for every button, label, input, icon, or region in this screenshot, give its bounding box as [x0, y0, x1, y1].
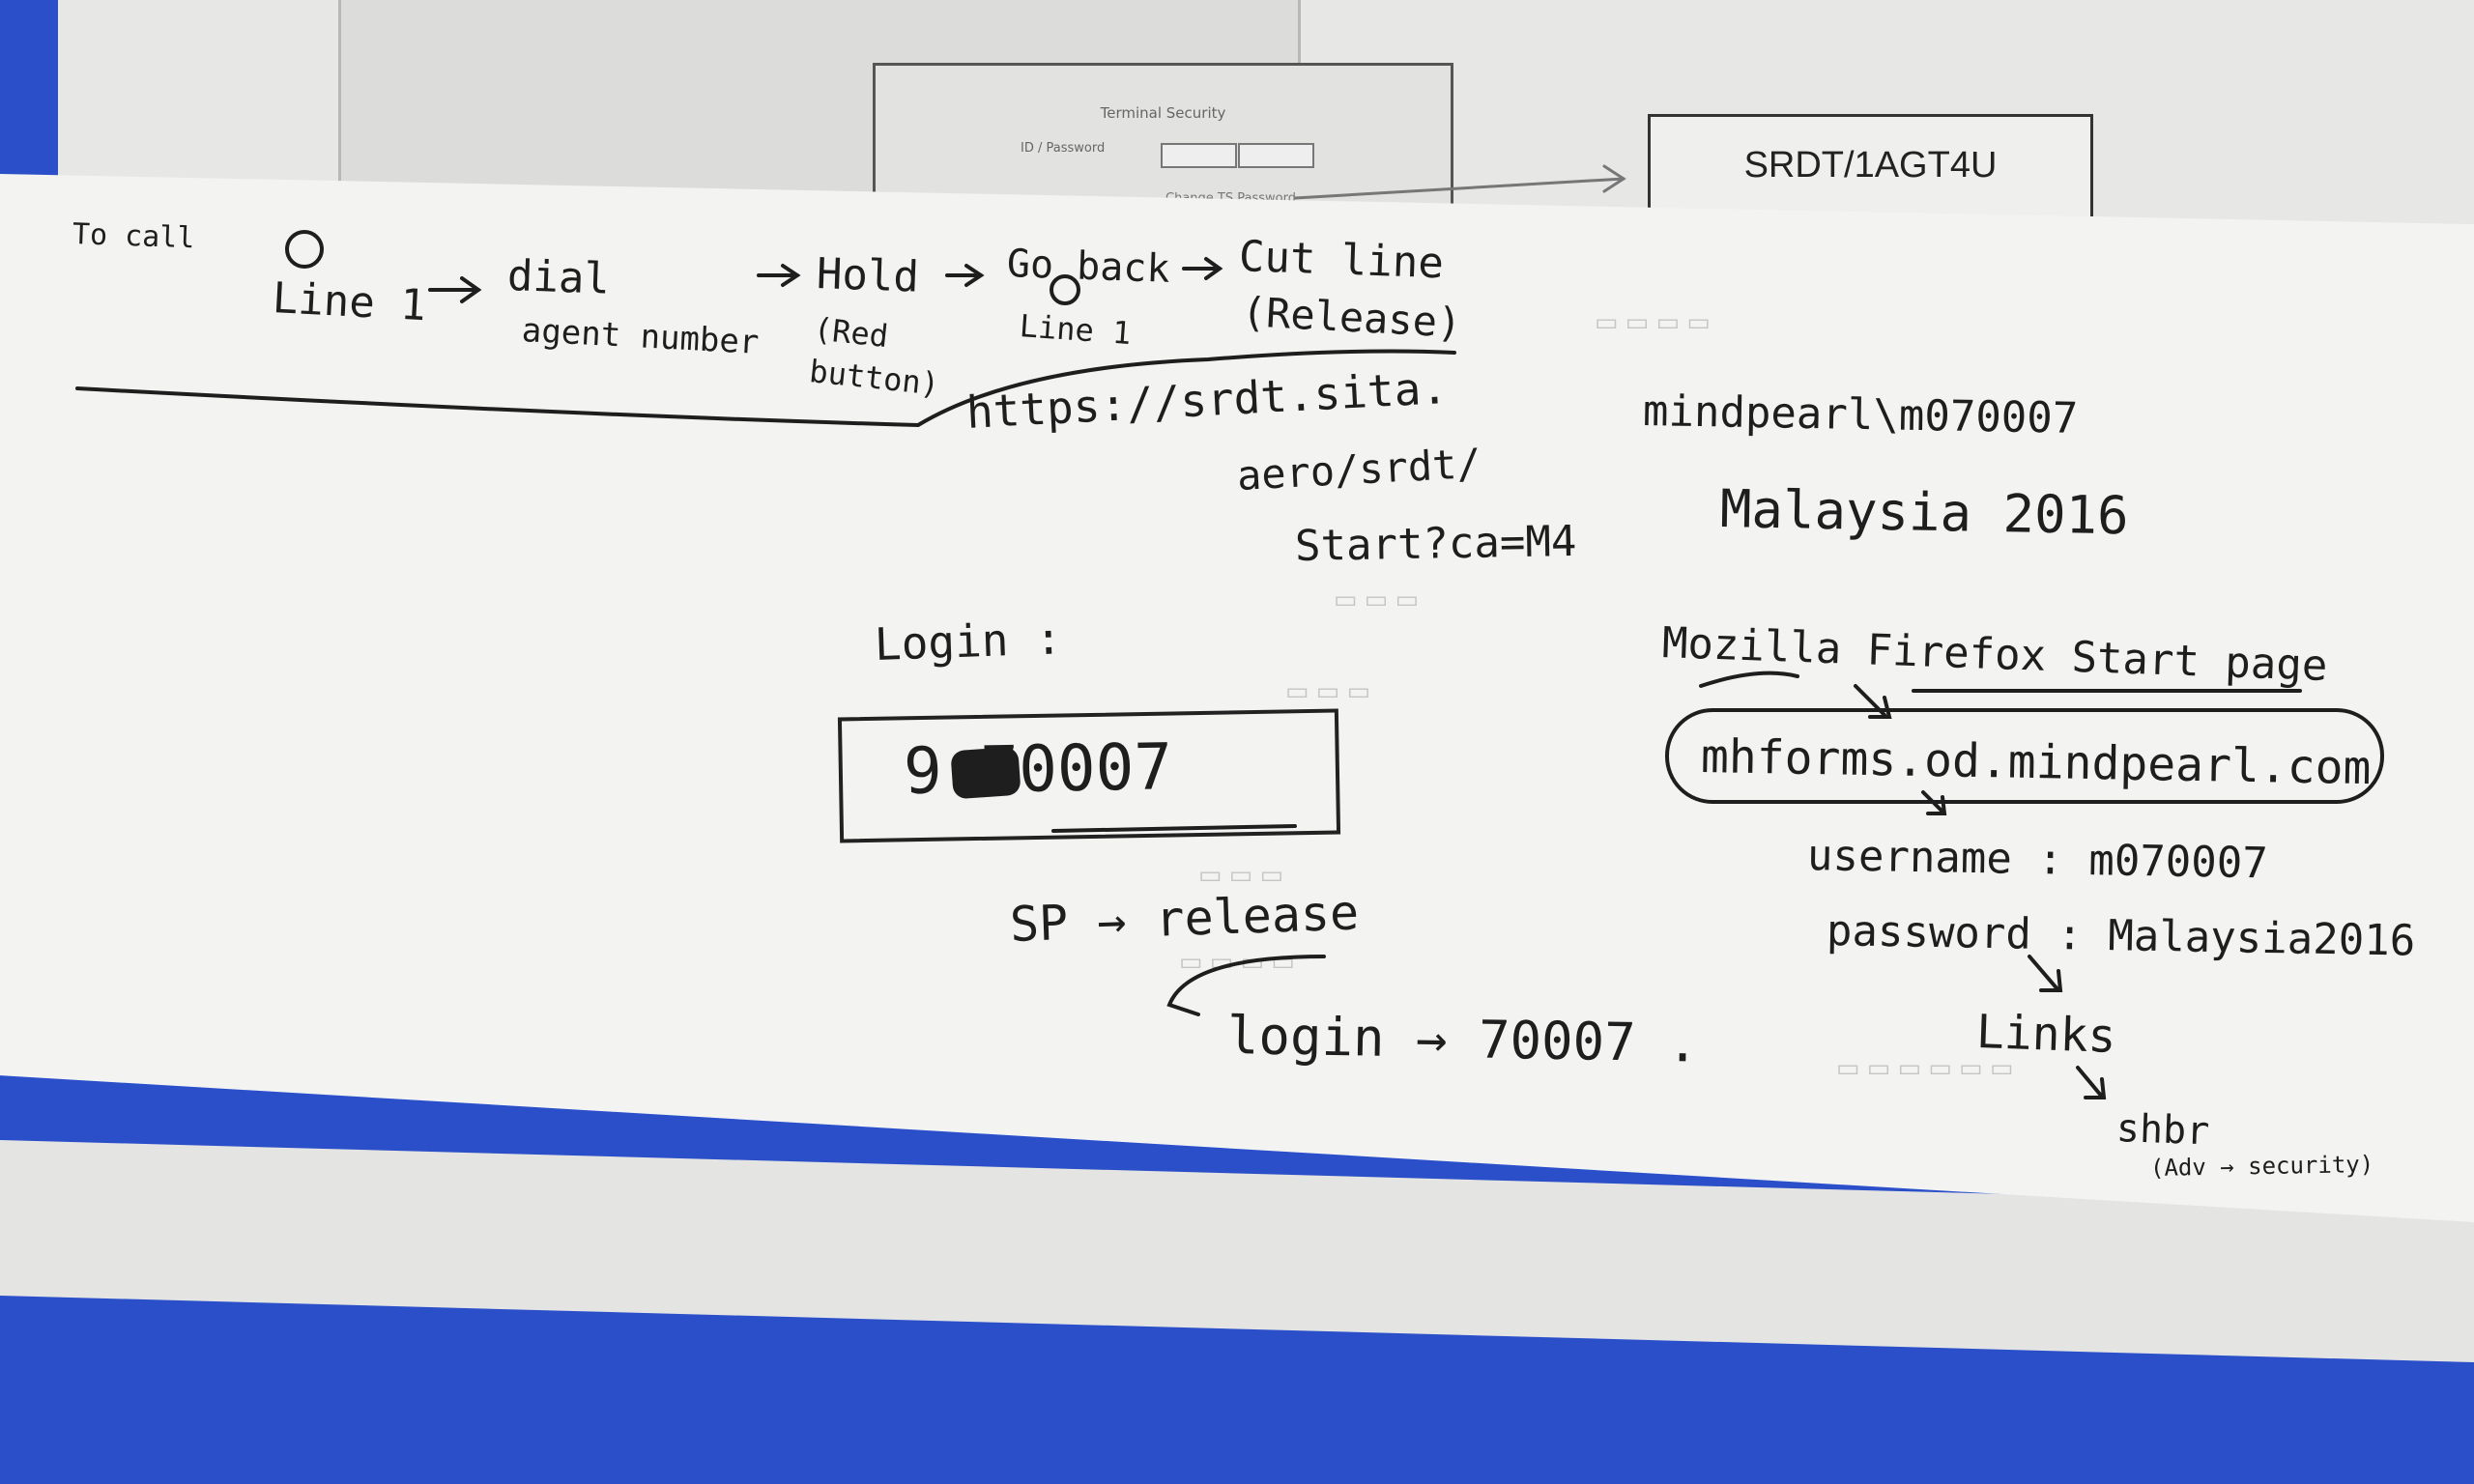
show-through-text: ▭ ▭ ▭ [1334, 585, 1420, 614]
password-field [1238, 143, 1314, 168]
hold-text: Hold [816, 249, 920, 302]
cut-line-text: Cut line [1238, 232, 1445, 289]
redaction-scribble [950, 746, 1021, 800]
go-back-text: Go back [1006, 242, 1171, 292]
shbr-text: shbr [2115, 1106, 2211, 1155]
dialog-id-password-label: ID / Password [1021, 141, 1106, 156]
adv-security-text: (Adv → security) [2149, 1150, 2374, 1182]
show-through-text: ▭ ▭ ▭ [1285, 676, 1371, 705]
note-paper [0, 174, 2474, 1222]
password-text: password : Malaysia2016 [1826, 906, 2416, 966]
username-text: username : m070007 [1806, 831, 2269, 889]
line1-again-text: Line 1 [1018, 307, 1133, 353]
show-through-text: ▭ ▭ ▭ [1198, 860, 1284, 889]
show-through-text: ▭ ▭ ▭ ▭ [1595, 307, 1711, 336]
url-line-3: Start?ca=M4 [1294, 516, 1577, 571]
login-value: 9 70007 [903, 729, 1173, 809]
login-label: Login : [874, 612, 1063, 671]
to-call-text: To call [72, 217, 195, 256]
dialog-title: Terminal Security [1100, 104, 1226, 122]
show-through-text: ▭ ▭ ▭ ▭ ▭ ▭ [1836, 1053, 2014, 1082]
login-70007-text: login → 70007 . [1226, 1005, 1700, 1074]
links-text: Links [1975, 1005, 2117, 1065]
line1-text: Line 1 [271, 273, 428, 331]
account-text: mindpearl\m070007 [1642, 386, 2079, 443]
account-password-text: Malaysia 2016 [1719, 478, 2130, 547]
id-field [1161, 143, 1237, 168]
dial-text: dial [506, 251, 611, 304]
show-through-text: ▭ ▭ ▭ ▭ [1179, 947, 1295, 976]
red-button-text: (Red button) [807, 310, 941, 403]
